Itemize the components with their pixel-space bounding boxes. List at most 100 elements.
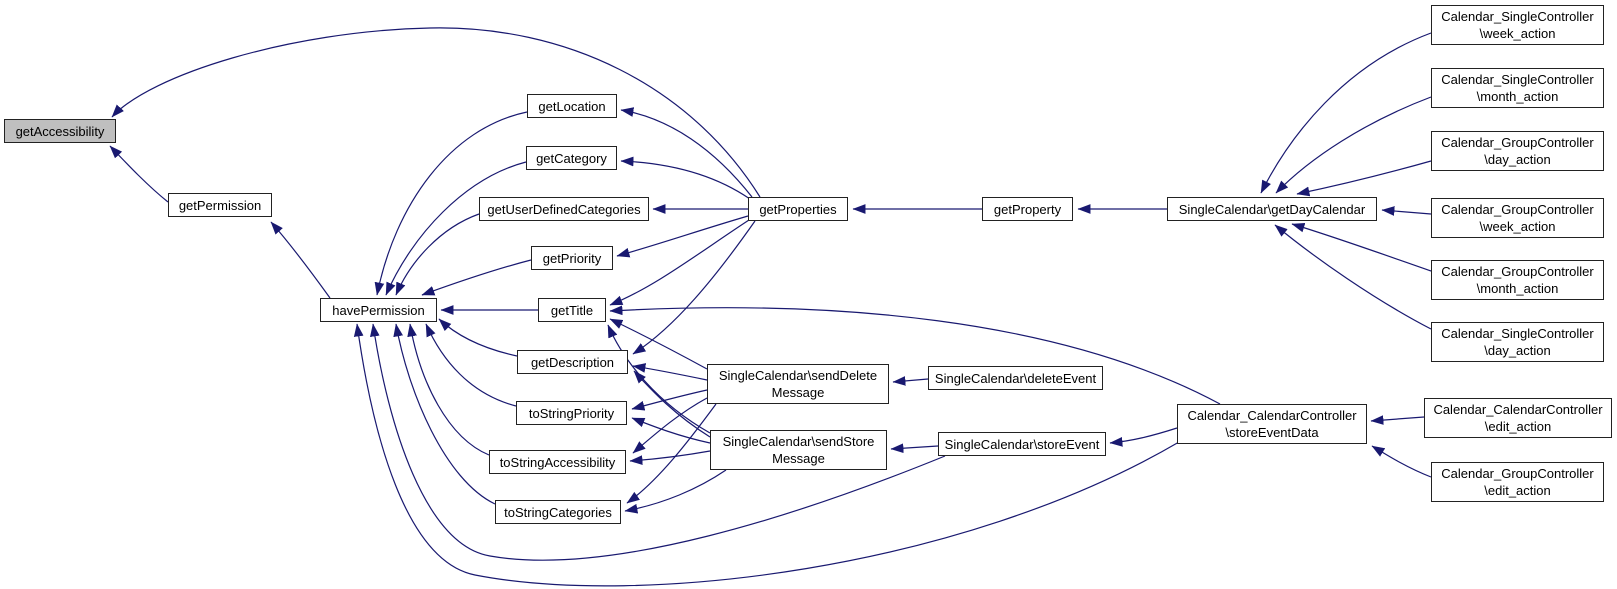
edge-getUserDefinedCategories-to-havePermission — [395, 213, 480, 296]
node-label: Calendar_GroupController — [1441, 135, 1594, 150]
node-deleteEvent[interactable]: SingleCalendar\deleteEvent — [928, 366, 1103, 390]
edge-getProperties-to-getCategory — [620, 156, 751, 200]
edge-getProperties-to-getPriority — [616, 215, 749, 258]
node-label: getDescription — [530, 354, 615, 370]
node-getTitle[interactable]: getTitle — [538, 298, 606, 322]
node-label: havePermission — [332, 302, 425, 318]
edge-sendStoreMessage-to-toStringCategories — [624, 469, 727, 514]
node-getPriority[interactable]: getPriority — [531, 246, 613, 270]
node-gc_month_action[interactable]: Calendar_GroupController\month_action — [1431, 260, 1604, 300]
node-toStringAccessibility[interactable]: toStringAccessibility — [489, 450, 626, 474]
node-storeEvent[interactable]: SingleCalendar\storeEvent — [938, 432, 1106, 456]
edge-storeEvent-to-havePermission — [370, 323, 946, 561]
edge-sendStoreMessage-to-getDescription — [633, 370, 711, 438]
node-gc_day_action[interactable]: Calendar_GroupController \day_action — [1431, 131, 1604, 171]
edge-getPermission-to-getAccessibility — [109, 145, 169, 203]
node-getCategory[interactable]: getCategory — [526, 146, 617, 170]
edge-deleteEvent-to-sendDeleteMessage — [892, 376, 929, 386]
node-getUserDefinedCategories[interactable]: getUserDefinedCategories — [479, 197, 649, 221]
node-label: SingleCalendar\deleteEvent — [934, 370, 1097, 386]
edge-getPriority-to-havePermission — [421, 259, 532, 296]
node-label: \month_action — [1476, 281, 1559, 296]
edge-sc_week_action-to-getDayCalendar — [1260, 32, 1432, 194]
edge-sendDeleteMessage-to-toStringAccessibility — [632, 397, 708, 454]
node-label: toStringAccessibility — [499, 454, 616, 470]
node-getLocation[interactable]: getLocation — [527, 94, 617, 118]
node-getAccessibility[interactable]: getAccessibility — [4, 119, 116, 143]
edge-toStringCategories-to-havePermission — [393, 323, 496, 505]
edge-sc_day_action-to-getDayCalendar — [1274, 224, 1432, 330]
node-label: Calendar_CalendarController — [1433, 402, 1603, 417]
node-getDayCalendar[interactable]: SingleCalendar\getDayCalendar — [1167, 197, 1377, 221]
node-label: getAccessibility — [15, 123, 105, 139]
edge-getProperties-to-getLocation — [620, 107, 753, 198]
edge-getProperties-to-getAccessibility — [111, 27, 761, 198]
node-label: toStringCategories — [504, 504, 612, 520]
node-label: SingleCalendar\storeEvent — [944, 436, 1100, 452]
edge-gc_month_action-to-getDayCalendar — [1291, 222, 1432, 272]
edge-getDescription-to-havePermission — [438, 318, 518, 357]
node-label: Message — [771, 385, 825, 400]
edge-gc_day_action-to-getDayCalendar — [1296, 160, 1432, 197]
node-label: Calendar_SingleController — [1441, 9, 1594, 24]
edge-sendStoreMessage-to-toStringPriority — [631, 417, 711, 444]
node-getProperties[interactable]: getProperties — [748, 197, 848, 221]
node-getDescription[interactable]: getDescription — [517, 350, 628, 374]
node-gc_week_action[interactable]: Calendar_GroupController \week_action — [1431, 198, 1604, 238]
node-havePermission[interactable]: havePermission — [320, 298, 437, 322]
node-label: Calendar_SingleController — [1441, 72, 1594, 87]
node-getPermission[interactable]: getPermission — [168, 193, 272, 217]
node-sc_month_action[interactable]: Calendar_SingleController \month_action — [1431, 68, 1604, 108]
node-label: \week_action — [1479, 219, 1556, 234]
edge-toStringAccessibility-to-havePermission — [407, 323, 490, 456]
edge-toStringPriority-to-havePermission — [425, 323, 517, 407]
edge-sendDeleteMessage-to-getTitle — [609, 318, 708, 370]
node-label: Calendar_SingleController — [1441, 326, 1594, 341]
edge-sendDeleteMessage-to-toStringPriority — [631, 389, 708, 411]
node-toStringPriority[interactable]: toStringPriority — [516, 401, 627, 425]
node-label: \month_action — [1476, 89, 1559, 104]
node-label: \day_action — [1484, 152, 1551, 167]
edge-gc_week_action-to-getDayCalendar — [1381, 206, 1432, 216]
node-label: \storeEventData — [1225, 425, 1319, 440]
edge-sendDeleteMessage-to-toStringCategories — [626, 403, 717, 504]
edge-storeEventData-to-havePermission — [353, 323, 1180, 587]
node-label: getUserDefinedCategories — [487, 201, 641, 217]
node-sc_week_action[interactable]: Calendar_SingleController\week_action — [1431, 5, 1604, 45]
node-label: getTitle — [550, 302, 594, 318]
node-label: getLocation — [538, 98, 606, 114]
edge-storeEvent-to-sendStoreMessage — [890, 443, 939, 454]
edge-storeEventData-to-storeEvent — [1109, 427, 1178, 447]
node-gc_edit_action[interactable]: Calendar_GroupController \edit_action — [1431, 462, 1604, 502]
node-label: Calendar_CalendarController — [1187, 408, 1357, 423]
edge-getCategory-to-havePermission — [385, 161, 527, 296]
edge-getLocation-to-havePermission — [374, 111, 528, 296]
node-label: getPermission — [178, 197, 262, 213]
node-label: Calendar_GroupController — [1441, 202, 1594, 217]
edge-sc_month_action-to-getDayCalendar — [1275, 96, 1432, 194]
node-label: SingleCalendar\sendDelete — [718, 368, 878, 383]
node-label: getProperties — [759, 201, 837, 217]
node-label: SingleCalendar\sendStore — [722, 434, 875, 449]
node-label: Calendar_GroupController — [1441, 466, 1594, 481]
node-label: \edit_action — [1484, 419, 1552, 434]
node-cc_edit_action[interactable]: Calendar_CalendarController \edit_action — [1424, 398, 1612, 438]
node-label: getProperty — [993, 201, 1062, 217]
edge-sendDeleteMessage-to-getDescription — [632, 363, 708, 381]
node-label: toStringPriority — [528, 405, 615, 421]
node-label: Message — [772, 451, 825, 466]
node-storeEventData[interactable]: Calendar_CalendarController \storeEventDa… — [1177, 404, 1367, 444]
node-label: getCategory — [536, 150, 607, 166]
edge-gc_edit_action-to-storeEventData — [1371, 445, 1432, 478]
node-sc_day_action[interactable]: Calendar_SingleController \day_action — [1431, 322, 1604, 362]
node-label: \edit_action — [1484, 483, 1551, 498]
edge-havePermission-to-getPermission — [270, 221, 331, 299]
node-label: getPriority — [542, 250, 602, 266]
node-toStringCategories[interactable]: toStringCategories — [495, 500, 621, 524]
node-getProperty[interactable]: getProperty — [982, 197, 1073, 221]
node-label: \day_action — [1484, 343, 1551, 358]
